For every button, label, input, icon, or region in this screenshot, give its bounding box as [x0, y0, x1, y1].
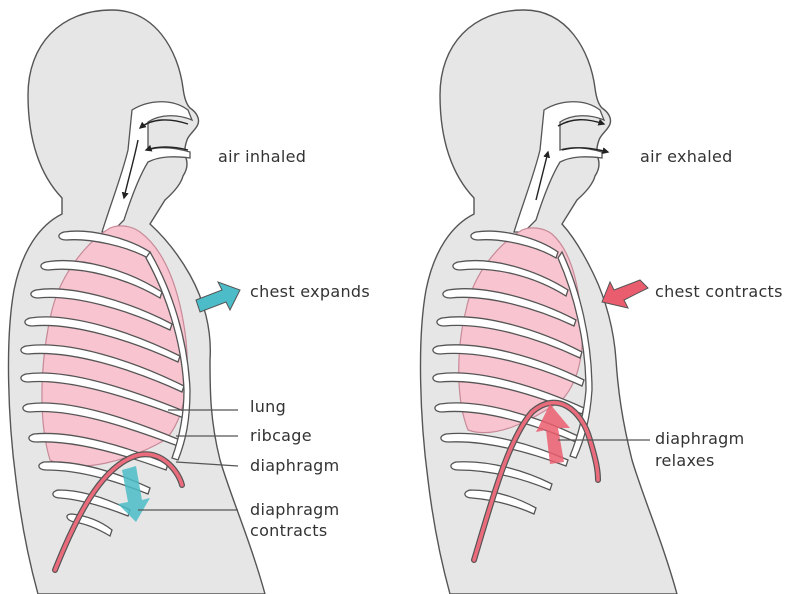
- air-inhaled-label: air inhaled: [218, 147, 306, 166]
- airflow-arrow-icon: [138, 119, 189, 129]
- diaphragm-contracts-label-2: contracts: [250, 521, 328, 540]
- exhale-figure: air exhaled chest contracts diaphragm re…: [419, 9, 783, 594]
- diaphragm-up-arrow-icon: [536, 404, 570, 464]
- diaphragm: [52, 451, 185, 573]
- chest-expand-arrow-icon: [195, 281, 241, 313]
- airflow-arrow-icon: [561, 147, 610, 155]
- diaphragm-relaxes-label-2: relaxes: [655, 451, 715, 470]
- diaphragm-relaxes-label-1: diaphragm: [655, 429, 745, 448]
- diaphragm-down-arrow-icon: [118, 466, 150, 522]
- ribcage-label: ribcage: [250, 426, 312, 445]
- ribcage: [20, 230, 191, 537]
- diaphragm: [471, 399, 601, 563]
- airflow-arrow-icon: [144, 144, 189, 152]
- ribcage: [432, 230, 593, 515]
- chest-contracts-label: chest contracts: [655, 282, 783, 301]
- lung-label: lung: [250, 397, 286, 416]
- airflow-arrow-icon: [557, 118, 606, 127]
- chest-contract-arrow-icon: [601, 279, 649, 309]
- airway: [101, 101, 194, 233]
- diaphragm-leader: [175, 461, 239, 467]
- inhale-figure: air inhaled chest expands lung ribcage d…: [7, 9, 370, 594]
- chest-expands-label: chest expands: [250, 282, 370, 301]
- airflow-arrow-icon: [535, 150, 551, 201]
- diaphragm-contracts-label-1: diaphragm: [250, 500, 340, 519]
- diaphragm-label: diaphragm: [250, 456, 340, 475]
- airflow-arrow-icon: [121, 139, 139, 200]
- air-exhaled-label: air exhaled: [640, 147, 733, 166]
